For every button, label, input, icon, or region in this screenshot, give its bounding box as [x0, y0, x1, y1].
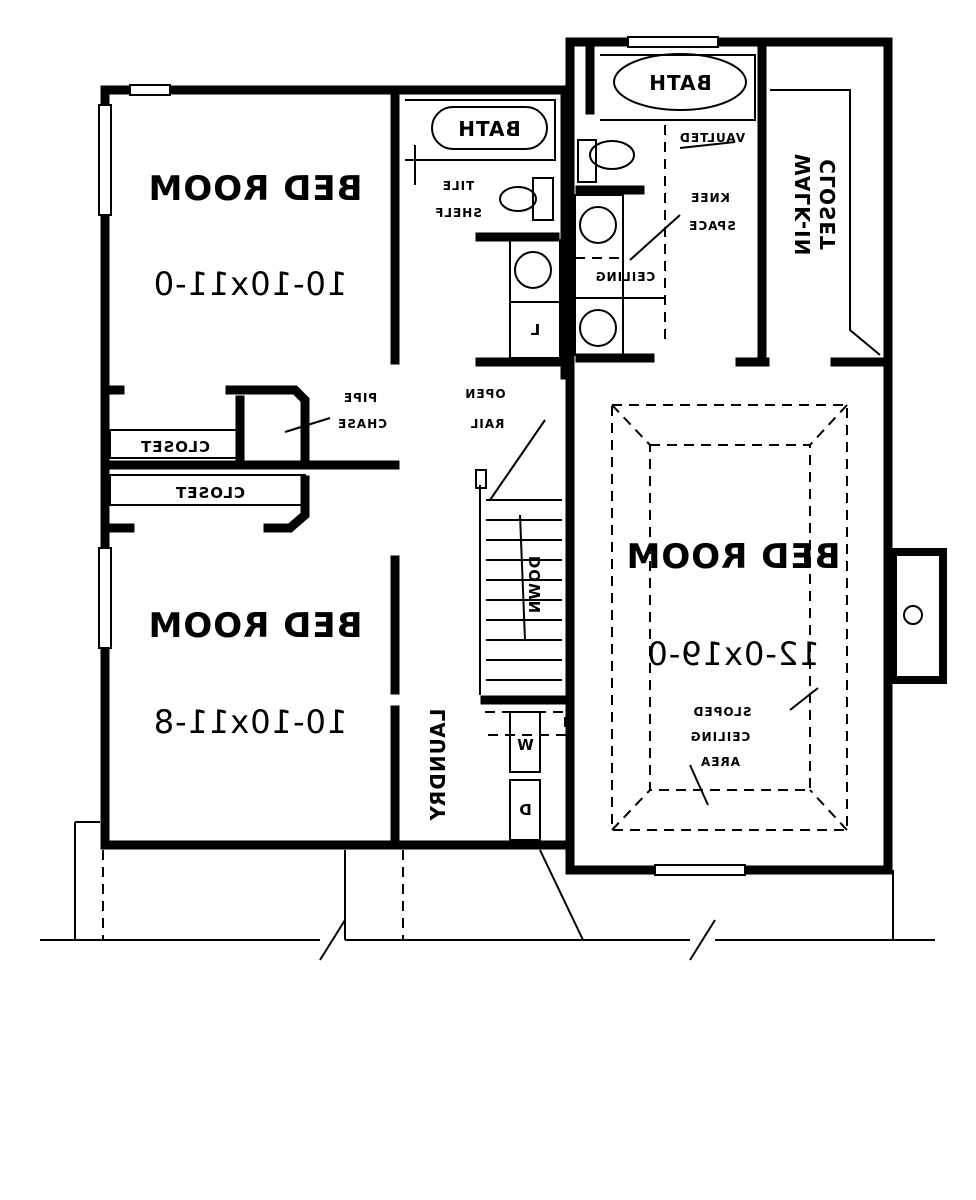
note: TILE [442, 179, 475, 193]
sloped-ceiling-outline [611, 404, 848, 831]
porch [40, 821, 935, 961]
stair-label: DOWN [526, 556, 544, 614]
walkin-closet-label: CLOSET [816, 159, 840, 250]
room-name: BED ROOM [625, 537, 840, 577]
bathtub [613, 53, 747, 111]
window [98, 547, 112, 649]
exterior-walls [98, 36, 947, 876]
interior-walls [100, 43, 889, 850]
walkin-closet-label: WALK-IN [791, 154, 815, 257]
bath-label: BATH [457, 117, 521, 141]
note: PIPE [343, 391, 377, 405]
room-size: 10-10x11-8 [153, 703, 348, 741]
leader-arrows [284, 141, 819, 806]
toilet-tank [532, 177, 554, 221]
dryer-label: D [518, 801, 531, 819]
room-size: 12-0x19-0 [646, 635, 819, 673]
note: RAIL [470, 417, 505, 431]
dryer [509, 779, 541, 841]
labels: BED ROOM 10-10x11-0 BED ROOM 10-10x11-8 … [140, 71, 841, 821]
window [627, 36, 719, 48]
bath-label: BATH [648, 71, 712, 95]
note: SHELF [434, 206, 482, 220]
closet-label: CLOSET [175, 484, 245, 502]
linen-label: L [530, 321, 541, 339]
room-size: 10-10x11-0 [153, 265, 348, 303]
window [654, 864, 746, 876]
note: KNEE [690, 191, 730, 205]
note: OPEN [464, 387, 505, 401]
toilet-bowl [499, 186, 537, 212]
chimney [889, 548, 947, 684]
note: CEILING [595, 270, 655, 284]
closet-label: CLOSET [140, 438, 210, 456]
room-name: BED ROOM [147, 606, 362, 646]
note: SLOPED [692, 705, 751, 719]
window [129, 84, 171, 96]
flue [903, 605, 923, 625]
window [98, 104, 112, 216]
note: CHASE [337, 417, 387, 431]
room-name: BED ROOM [147, 169, 362, 209]
note: VAULTED [679, 131, 745, 145]
washer [509, 711, 541, 773]
washer-label: W [516, 736, 534, 754]
fixtures [109, 53, 881, 841]
note: AREA [700, 755, 740, 769]
note: CEILING [690, 730, 750, 744]
note: SPACE [688, 219, 736, 233]
bathtub [431, 106, 548, 150]
laundry-label: LAUNDRY [426, 709, 450, 822]
